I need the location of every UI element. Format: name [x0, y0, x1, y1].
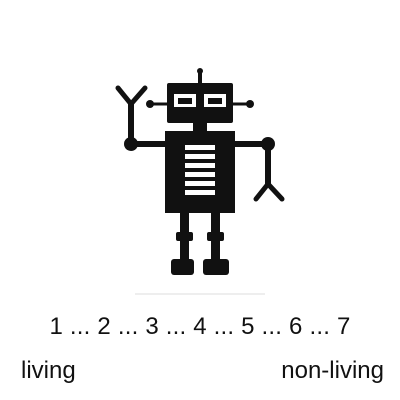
- scale-separator: ...: [302, 313, 337, 340]
- scale-separator: ...: [158, 313, 194, 340]
- scale-point-4: 4: [193, 313, 207, 340]
- scale-point-6: 6: [289, 313, 303, 340]
- scale-separator: ...: [206, 313, 242, 340]
- scale-separator: ...: [63, 313, 98, 340]
- scale-point-3: 3: [145, 313, 159, 340]
- robot-figure: [115, 68, 285, 295]
- scale-point-7: 7: [336, 313, 351, 340]
- scale-separator: ...: [110, 313, 146, 340]
- scale-point-5: 5: [241, 313, 255, 340]
- robot-icon: [115, 68, 285, 295]
- scale-left-label: living: [21, 357, 76, 384]
- rating-scale: 1 ... 2 ... 3 ... 4 ... 5 ... 6 ... 7: [0, 313, 400, 341]
- scale-point-1: 1: [49, 313, 64, 340]
- scale-point-2: 2: [97, 313, 111, 340]
- scale-right-label: non-living: [281, 357, 384, 384]
- scale-separator: ...: [254, 313, 290, 340]
